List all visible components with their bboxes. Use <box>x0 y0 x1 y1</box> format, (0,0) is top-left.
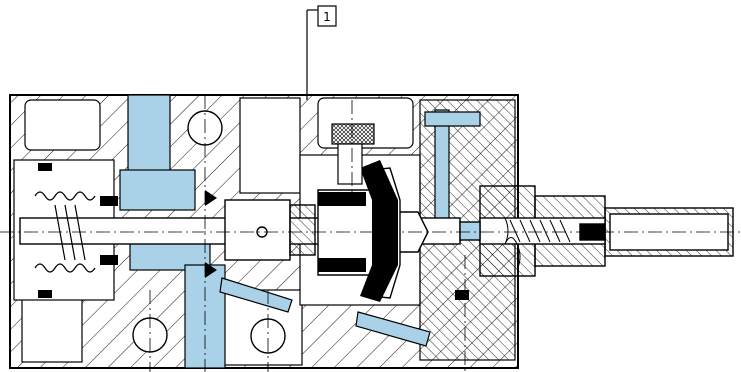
piston-icon <box>317 160 401 302</box>
seal-icon <box>38 163 469 300</box>
spring-icon <box>34 191 96 273</box>
knurled-knob-icon <box>331 123 375 185</box>
port-bores <box>132 110 286 354</box>
pushbutton-plunger-icon <box>459 185 734 277</box>
centerlines <box>0 95 741 372</box>
callout-label: 1 <box>323 10 331 24</box>
callout-1: 1 <box>306 5 337 100</box>
